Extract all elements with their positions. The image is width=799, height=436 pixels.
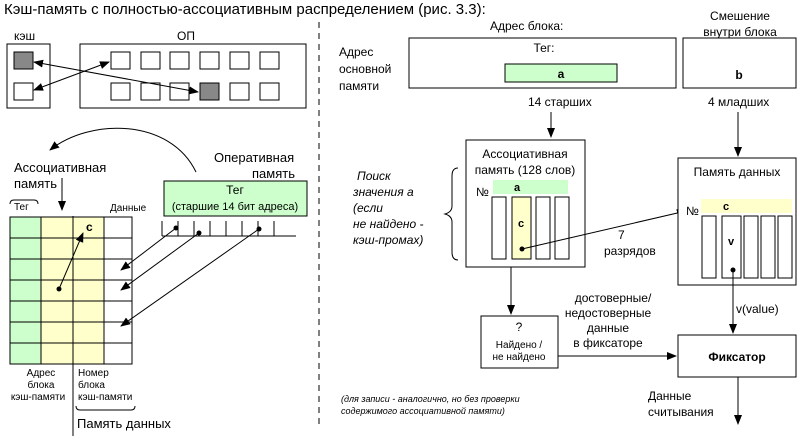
tag-bracket xyxy=(9,199,39,205)
ram-cell xyxy=(140,82,161,101)
v-value-label: v(value) xyxy=(736,302,779,316)
assoc-a-label: a xyxy=(514,182,521,194)
data-no-label: № xyxy=(686,204,699,218)
ram-cell xyxy=(229,51,250,70)
offset-b-label: b xyxy=(735,68,742,82)
ram-cell xyxy=(110,51,131,70)
data-c-label: c xyxy=(723,201,729,213)
assoc-data-column xyxy=(104,217,132,364)
check-found-2: не найдено xyxy=(492,352,545,363)
data-arrow-2 xyxy=(120,232,200,291)
check-box xyxy=(480,315,559,369)
search-brace xyxy=(443,167,459,261)
search-label-1: Поиск xyxy=(357,169,392,183)
table-cell-c: c xyxy=(86,220,93,234)
read-data-label-1: Данные xyxy=(648,389,692,403)
assoc-to-data-arrow xyxy=(521,209,687,250)
assoc-c-label: c xyxy=(518,218,524,230)
data-v-label: v xyxy=(728,236,735,248)
tag-box xyxy=(163,180,308,217)
ram-label: ОП xyxy=(177,29,195,43)
main-addr-label-3: памяти xyxy=(339,79,379,93)
cache-cell-filled xyxy=(13,51,34,70)
ram-cell xyxy=(259,51,280,70)
ram-cell xyxy=(199,51,220,70)
block-addr-label: Адрес блока: xyxy=(490,19,563,33)
main-addr-label-1: Адрес xyxy=(339,45,373,59)
cache-cell-empty xyxy=(13,82,34,101)
col-tag-label: Тег xyxy=(14,202,29,213)
bits7-label-1: 7 xyxy=(618,228,625,242)
bits7-label-2: разрядов xyxy=(604,244,656,258)
ram-cell-filled xyxy=(199,82,220,101)
map-arrow-2 xyxy=(33,61,110,91)
valid-label-4: в фиксаторе xyxy=(573,336,643,350)
tag-box-sub: (старшие 14 бит адреса) xyxy=(172,201,298,213)
offset-label-1: Смешение xyxy=(710,9,770,23)
assoc-tag-column xyxy=(10,217,41,364)
address-a-label: a xyxy=(558,67,565,81)
check-q-label: ? xyxy=(516,320,523,334)
search-label-2: значения а xyxy=(352,185,414,199)
offset-label-2: внутри блока xyxy=(703,25,777,39)
cache-addr-label-3: кэш-памяти xyxy=(11,392,65,403)
main-addr-label-2: основной xyxy=(339,62,391,76)
block-num-label-3: кэш-памяти xyxy=(78,392,132,403)
col-data-label: Данные xyxy=(110,203,147,214)
ram-oper-label-2: память xyxy=(252,166,295,181)
block-num-bracket xyxy=(75,405,136,411)
latch-box xyxy=(677,334,797,378)
block-num-label-1: Номер xyxy=(78,368,109,379)
search-label-5: кэш-промах) xyxy=(353,233,423,247)
data-c-strip xyxy=(701,199,792,213)
latch-label: Фиксатор xyxy=(708,350,765,364)
ram-cell xyxy=(110,82,131,101)
assoc-columns xyxy=(491,196,570,260)
address-tag-label: Тег: xyxy=(533,41,554,55)
note-line-2: содержимого ассоциативной памяти) xyxy=(341,406,505,416)
valid-label-2: недостоверные xyxy=(565,306,652,320)
valid-label-1: достоверные/ xyxy=(575,291,652,305)
assoc-title-2: память (128 слов) xyxy=(475,163,576,177)
assoc-title-1: Ассоциативная xyxy=(482,147,567,161)
assoc-a-strip xyxy=(493,180,568,194)
data-memory-label: Память данных xyxy=(77,416,171,431)
ram-cell xyxy=(169,82,190,101)
ram-cell xyxy=(169,51,190,70)
table-pointer xyxy=(58,232,84,290)
offset-box xyxy=(682,37,797,89)
high14-label: 14 старших xyxy=(528,95,592,109)
ram-cell xyxy=(140,51,161,70)
assoc-memory-label-2: память xyxy=(14,176,57,191)
data-arrow-3 xyxy=(120,228,260,327)
assoc-memory-label-1: Ассоциативная xyxy=(14,160,106,175)
data-memory-title: Память данных xyxy=(694,165,781,179)
search-label-3: (если xyxy=(353,201,383,215)
data-columns xyxy=(701,215,793,279)
valid-label-3: данные xyxy=(587,321,630,335)
cache-label: кэш xyxy=(14,29,35,43)
check-found-1: Найдено / xyxy=(496,340,543,351)
cache-addr-label-2: блока xyxy=(28,379,55,391)
block-num-label-2: блока xyxy=(78,379,105,391)
ram-cell xyxy=(259,82,280,101)
low4-label: 4 младших xyxy=(708,95,769,109)
ram-cell xyxy=(229,82,250,101)
search-label-4: не найдено - xyxy=(353,217,423,231)
data-arrow-1 xyxy=(120,227,177,271)
assoc-no-label: № xyxy=(476,185,489,199)
address-a-box xyxy=(504,63,618,83)
cache-addr-label-1: Адрес xyxy=(27,368,56,379)
curved-arrow xyxy=(49,127,197,173)
read-data-label-2: считывания xyxy=(648,405,714,419)
page-title: Кэш-память с полностью-ассоциативным рас… xyxy=(4,1,486,18)
note-line-1: (для записи - аналогично, но без проверк… xyxy=(341,394,520,404)
ram-oper-label-1: Оперативная xyxy=(214,150,294,165)
tag-box-title: Тег xyxy=(226,183,244,197)
